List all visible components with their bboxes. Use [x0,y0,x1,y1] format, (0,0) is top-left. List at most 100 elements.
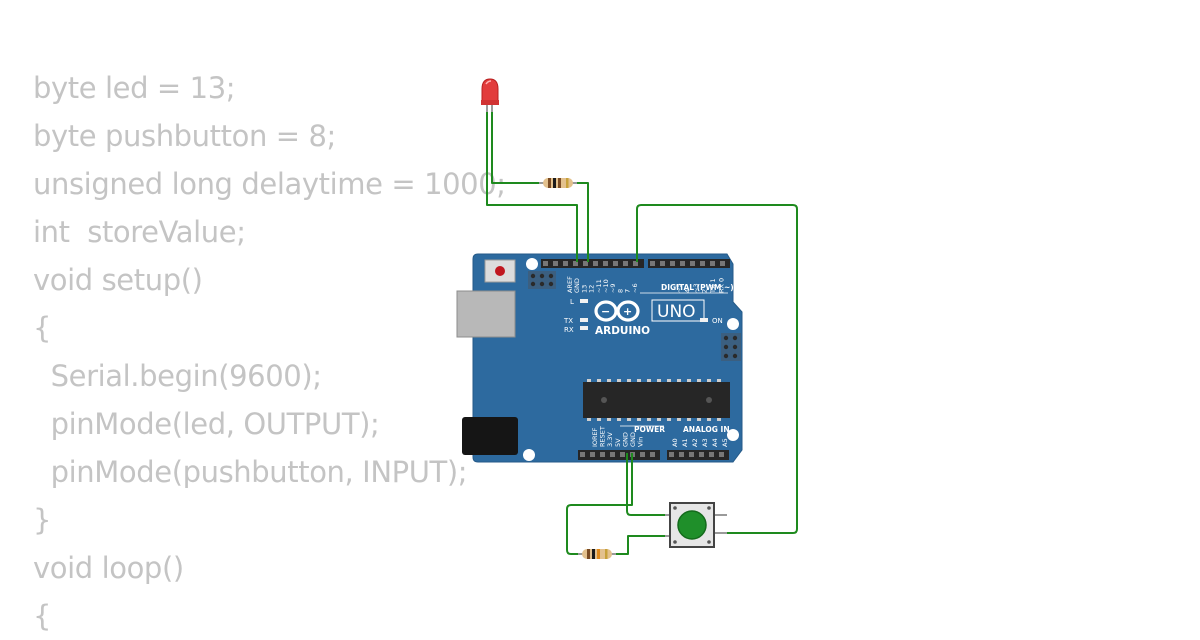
red-led[interactable] [481,78,499,112]
chip-pin [687,379,691,382]
pin-hole[interactable] [689,452,694,457]
chip-pin [717,379,721,382]
pin-hole[interactable] [543,261,548,266]
chip-pin [697,379,701,382]
pin-hole[interactable] [573,261,578,266]
pin-hole[interactable] [670,261,675,266]
pin-hole[interactable] [650,261,655,266]
wire-gnd-to-resistor[interactable] [566,453,633,555]
chip-pin [647,379,651,382]
analog-header-label: ANALOG IN [683,425,730,434]
led-dome [481,78,499,104]
header-digital-left [541,259,644,268]
pin-hole[interactable] [699,452,704,457]
code-line: void setup() [33,263,203,297]
pin-hole[interactable] [583,261,588,266]
pin-hole[interactable] [600,452,605,457]
pushbutton[interactable] [665,502,727,548]
chip-pin [657,379,661,382]
chip-pin [587,379,591,382]
chip-pin [607,418,611,421]
mount-hole [727,429,739,441]
on-indicator [700,318,708,322]
chip-pin [587,418,591,421]
wire-led-anode[interactable] [491,110,539,184]
pin-hole[interactable] [633,261,638,266]
usb-port [456,290,516,338]
chip-pin [677,418,681,421]
pin-hole[interactable] [640,452,645,457]
brand-label: ARDUINO [595,325,650,337]
pin-hole[interactable] [590,452,595,457]
pin-label: 3.3V [606,432,614,447]
pin-hole[interactable] [553,261,558,266]
pin-hole[interactable] [563,261,568,266]
pin-hole[interactable] [719,452,724,457]
pin-hole[interactable] [720,261,725,266]
wire-pin8-to-button[interactable] [636,204,798,534]
pin-label: ~5 [675,283,683,293]
pin-hole[interactable] [650,452,655,457]
pin-label: AREF [566,276,574,293]
pin-hole[interactable] [680,261,685,266]
wire-resistor-to-button[interactable] [615,535,668,555]
code-line: byte led = 13; [33,71,236,105]
pin-hole[interactable] [613,261,618,266]
chip-pin [707,379,711,382]
pin-hole[interactable] [669,452,674,457]
pin-hole[interactable] [709,452,714,457]
arduino-infinity-logo-icon [594,300,640,322]
chip-pin [647,418,651,421]
pin-label: TX 1 [709,278,717,294]
button-cap[interactable] [677,510,707,540]
model-label: UNO [657,302,696,322]
pin-hole[interactable] [610,452,615,457]
code-listing: byte led = 13;byte pushbutton = 8;unsign… [33,64,593,640]
code-line: pinMode(led, OUTPUT); [33,407,380,441]
pin-hole[interactable] [593,261,598,266]
pin-label: A0 [671,438,679,447]
code-line: int storeValue; [33,215,246,249]
code-line: byte pushbutton = 8; [33,119,336,153]
chip-pin [627,379,631,382]
pin-hole[interactable] [623,261,628,266]
pin-hole[interactable] [580,452,585,457]
pin-hole[interactable] [710,261,715,266]
pin-label: ~11 [595,279,603,293]
wire-resistor-to-pin13[interactable] [577,182,589,262]
chip-pin [667,379,671,382]
wire-5v-to-button[interactable] [626,453,668,516]
resistor-led[interactable] [539,178,577,188]
pin-hole[interactable] [660,261,665,266]
pin-label: RX 0 [718,278,726,293]
code-line: } [33,503,52,537]
pin-hole[interactable] [679,452,684,457]
header-power [578,450,660,460]
pin-hole[interactable] [700,261,705,266]
chip-pin [617,379,621,382]
pin-label: IOREF [591,427,599,447]
l-label: L [570,298,574,306]
code-line: { [33,311,52,345]
pin-label: 13 [580,285,588,293]
pin-label: ~9 [609,283,617,293]
logo-plus: + [623,305,632,318]
icsp-header-right [721,333,741,361]
reset-button[interactable] [484,259,516,283]
atmega-chip [583,379,730,421]
chip-pin [657,418,661,421]
chip-pin [617,418,621,421]
logo-minus: − [601,305,610,318]
wire-led-cathode-to-gnd[interactable] [486,110,578,262]
chip-pin [637,379,641,382]
pin-label: RESET [599,426,607,447]
pin-hole[interactable] [690,261,695,266]
pin-hole[interactable] [620,452,625,457]
wires [486,110,798,555]
pin-label: A3 [701,438,709,447]
resistor-pulldown[interactable] [578,549,616,559]
header-analog [667,450,729,460]
pin-hole[interactable] [603,261,608,266]
